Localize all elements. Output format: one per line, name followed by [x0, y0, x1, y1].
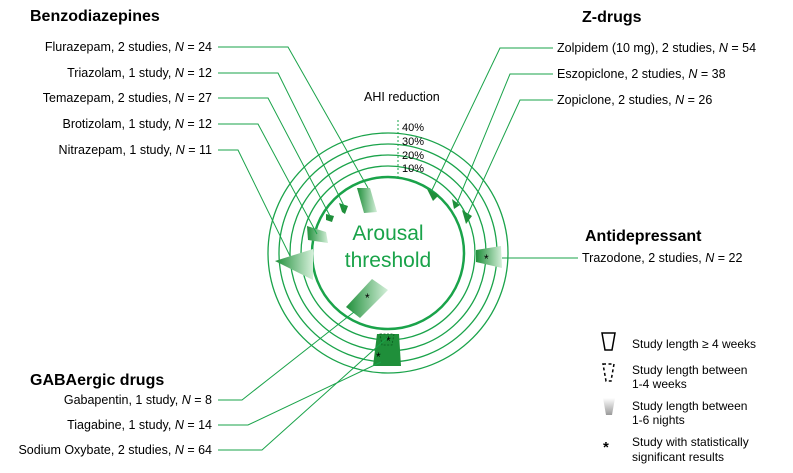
- legend-star-text-2: significant results: [632, 450, 724, 464]
- leader-triazolam: [218, 72, 346, 209]
- star-gabapentin: *: [365, 291, 370, 305]
- sector-triazolam: [339, 203, 348, 214]
- label-eszopiclone: Eszopiclone, 2 studies, N = 38: [557, 67, 726, 81]
- leader-zolpidem: [431, 47, 553, 191]
- label-tiagabine: Tiagabine, 1 study, N = 14: [67, 418, 212, 432]
- leader-sodium-oxybate: [218, 337, 388, 451]
- tick-20: 20%: [402, 150, 424, 162]
- leader-lines: [218, 46, 578, 451]
- label-zopiclone: Zopiclone, 2 studies, N = 26: [557, 93, 712, 107]
- star-sodium-oxybate-1: *: [386, 334, 391, 348]
- heading-benzodiazepines: Benzodiazepines: [30, 8, 160, 25]
- study-sectors: [275, 188, 502, 366]
- label-sodium-oxybate: Sodium Oxybate, 2 studies, N = 64: [18, 443, 212, 457]
- leader-eszopiclone: [456, 73, 553, 204]
- label-nitrazepam: Nitrazepam, 1 study, N = 11: [59, 143, 212, 157]
- sector-zolpidem: [427, 189, 439, 201]
- sector-sodium-oxybate: [379, 333, 395, 346]
- legend-gradient-text-2: 1-6 nights: [632, 413, 685, 427]
- label-zolpidem: Zolpidem (10 mg), 2 studies, N = 54: [557, 41, 756, 55]
- sector-tiagabine: [373, 334, 401, 366]
- star-trazodone: *: [484, 252, 489, 266]
- legend: Study length ≥ 4 weeks Study length betw…: [601, 332, 756, 464]
- label-temazepam: Temazepam, 2 studies, N = 27: [43, 91, 212, 105]
- leader-temazepam: [218, 97, 331, 217]
- label-trazodone: Trazodone, 2 studies, N = 22: [582, 251, 742, 265]
- legend-solid-icon: [601, 332, 616, 351]
- legend-solid-text: Study length ≥ 4 weeks: [632, 337, 756, 351]
- leader-brotizolam: [218, 123, 318, 235]
- sector-zopiclone: [462, 210, 472, 224]
- legend-gradient-icon: [603, 398, 615, 415]
- sector-gabapentin: [346, 279, 388, 318]
- label-gabapentin: Gabapentin, 1 study, N = 8: [64, 393, 212, 407]
- leader-nitrazepam: [218, 149, 291, 257]
- heading-antidepressant: Antidepressant: [585, 228, 702, 245]
- label-brotizolam: Brotizolam, 1 study, N = 12: [62, 117, 212, 131]
- sector-eszopiclone: [452, 199, 460, 209]
- legend-star-icon: *: [603, 439, 609, 456]
- center-label-line2: threshold: [345, 249, 431, 272]
- significance-markers: * * * *: [365, 252, 489, 364]
- tick-30: 30%: [402, 136, 424, 148]
- leader-tiagabine: [218, 361, 382, 426]
- ring-40pct: [267, 132, 509, 374]
- label-flurazepam: Flurazepam, 2 studies, N = 24: [45, 40, 212, 54]
- legend-dashed-text-2: 1-4 weeks: [632, 377, 687, 391]
- leader-gabapentin: [218, 311, 355, 401]
- label-triazolam: Triazolam, 1 study, N = 12: [67, 66, 212, 80]
- center-label-line1: Arousal: [352, 222, 423, 245]
- scale-title: AHI reduction: [364, 90, 440, 104]
- sector-brotizolam: [307, 226, 328, 243]
- heading-gabaergic: GABAergic drugs: [30, 372, 164, 389]
- star-sodium-oxybate-2: *: [376, 350, 381, 364]
- sector-trazodone: [476, 246, 502, 268]
- legend-gradient-text-1: Study length between: [632, 399, 747, 413]
- leader-flurazepam: [218, 46, 369, 189]
- legend-dashed-icon: [602, 363, 615, 382]
- tick-40: 40%: [402, 122, 424, 134]
- legend-star-text-1: Study with statistically: [632, 435, 749, 449]
- sector-nitrazepam: [275, 249, 313, 280]
- legend-dashed-text-1: Study length between: [632, 363, 747, 377]
- leader-zopiclone: [466, 99, 553, 217]
- sector-temazepam: [326, 214, 334, 222]
- tick-10: 10%: [402, 163, 424, 175]
- sector-flurazepam: [357, 188, 377, 213]
- heading-z-drugs: Z-drugs: [582, 9, 642, 26]
